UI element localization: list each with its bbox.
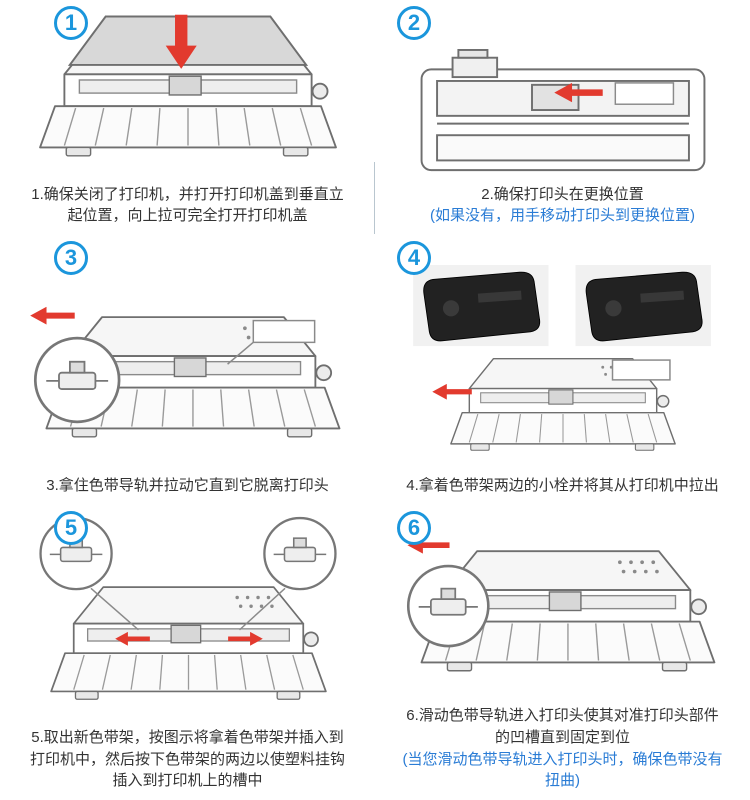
printer-guide-slide-illustration [406, 536, 715, 672]
printer-hook-detail-illustration [38, 516, 337, 700]
step-2-number-badge: 2 [397, 6, 431, 40]
printer-open-cover-illustration [38, 14, 337, 157]
step-3-illustration [29, 283, 347, 469]
step-4-cell: 4 4.拿着色带架两边的小栓并将其从打印机中拉出 [375, 235, 750, 505]
callout-box [252, 320, 315, 344]
red-left-arrow-icon [431, 384, 472, 400]
step-1-caption: 1.确保关闭了打印机，并打开打印机盖到垂直立起位置，向上拉可完全打开打印机盖 [31, 185, 344, 225]
step-6-caption: 6.滑动色带导轨进入打印头使其对准打印头部件的凹槽直到固定到位 [406, 707, 719, 746]
column-divider [374, 162, 375, 234]
step-1-number-badge: 1 [54, 6, 88, 40]
ribbon-cartridge-and-printer-illustration [412, 265, 711, 452]
step-3-cell: 3 3.拿住色带导轨并拉动它直到它脱离打印头 [0, 235, 375, 505]
step-4-illustration [404, 265, 722, 469]
step-3-caption: 3.拿住色带导轨并拉动它直到它脱离打印头 [46, 477, 329, 495]
ribbon-cartridge-photo [412, 265, 549, 347]
callout-box [614, 81, 674, 105]
step-1-illustration [33, 10, 343, 178]
magnifier-detail-circle [262, 516, 337, 591]
step-4-number-badge: 4 [397, 241, 431, 275]
callout-box [611, 359, 671, 381]
step-2-note: (如果没有，用手移动打印头到更换位置) [430, 207, 695, 225]
step-1-cell: 1 1.确保关闭了打印机，并打开打印机盖到垂直立起位置，向上拉可完全打开打印机盖 [0, 0, 375, 235]
step-6-cell: 6 6.滑动色带导轨进入打印头使其对准打印头部件的凹槽直到固定到位 (当您滑动色… [375, 505, 750, 800]
magnifier-detail-circle [33, 336, 120, 424]
step-6-number-badge: 6 [397, 511, 431, 545]
magnifier-detail-circle [406, 564, 490, 648]
printer-cover [67, 15, 308, 66]
step-5-cell: 5 5.取出新色带架，按图示将拿着色带架并插入到打印机中，然后按下色带架的两边以… [0, 505, 375, 800]
step-4-caption: 4.拿着色带架两边的小栓并将其从打印机中拉出 [406, 477, 719, 495]
step-5-illustration [29, 513, 347, 721]
ribbon-cartridge-photo [574, 265, 711, 347]
step-3-number-badge: 3 [54, 241, 88, 275]
step-5-caption: 5.取出新色带架，按图示将拿着色带架并插入到打印机中，然后按下色带架的两边以使塑… [29, 728, 345, 790]
step-2-cell: 2 2.确保打印头在更换位置 (如果没有，用手移动打印头到更换位置) [375, 0, 750, 235]
red-left-arrow-icon [29, 306, 75, 325]
step-5-number-badge: 5 [54, 511, 88, 545]
step-2-caption: 2.确保打印头在更换位置 [481, 185, 644, 203]
step-6-illustration [404, 521, 722, 699]
printer-ribbon-guide-illustration [29, 306, 340, 438]
step-2-illustration [408, 44, 718, 178]
step-6-note: (当您滑动色带导轨进入打印头时，确保色带没有扭曲) [402, 750, 723, 790]
printer-top-view-illustration [420, 48, 705, 171]
